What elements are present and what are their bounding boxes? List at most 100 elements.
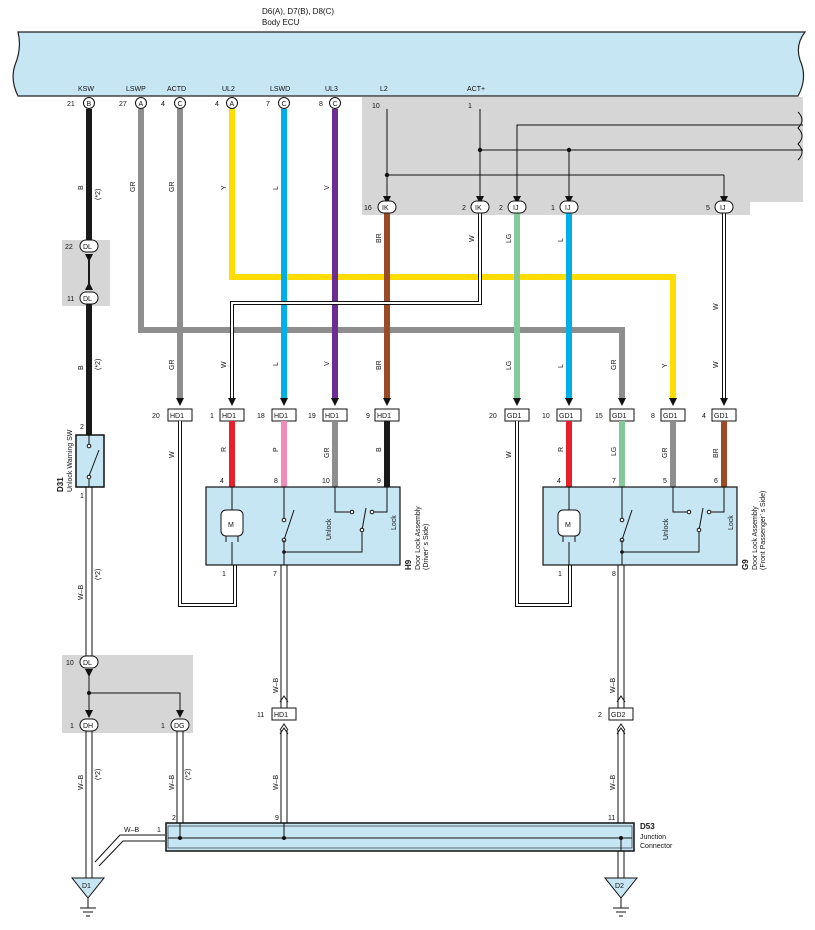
svg-text:4: 4 <box>557 478 561 485</box>
svg-text:ACT+: ACT+ <box>467 86 485 93</box>
svg-text:9: 9 <box>366 413 370 420</box>
junction-dots <box>384 147 572 178</box>
svg-text:HD1: HD1 <box>170 413 184 420</box>
door-lock-assembly-driver: 4 8 10 9 1 7 M Unlock Lock <box>205 478 401 578</box>
svg-text:H9: H9 <box>404 559 413 570</box>
gd1-connectors: GD1 20 GD1 10 GD1 15 GD1 8 GD1 4 <box>489 408 737 422</box>
motor-icon: M <box>565 522 571 529</box>
svg-text:HD1: HD1 <box>377 413 391 420</box>
svg-text:D53: D53 <box>640 822 655 831</box>
switch-labels: D31 Unlock Warning SW <box>56 429 74 492</box>
svg-text:Unlock Warning SW: Unlock Warning SW <box>67 429 74 492</box>
motor-icon: M <box>228 522 234 529</box>
svg-text:LG: LG <box>506 361 513 370</box>
svg-text:11: 11 <box>257 712 264 719</box>
svg-text:21: 21 <box>67 101 75 108</box>
svg-text:W–B: W–B <box>124 827 140 834</box>
svg-text:18: 18 <box>257 413 265 420</box>
svg-text:Connector: Connector <box>640 843 673 850</box>
svg-text:L: L <box>558 238 565 242</box>
svg-text:W: W <box>221 361 228 368</box>
svg-text:19: 19 <box>308 413 316 420</box>
svg-text:W–B: W–B <box>78 775 85 791</box>
svg-text:W: W <box>713 361 720 368</box>
svg-text:Y: Y <box>662 363 669 368</box>
svg-text:C: C <box>282 101 287 108</box>
svg-text:(*2): (*2) <box>95 189 102 200</box>
svg-text:GR: GR <box>169 182 176 193</box>
svg-text:IK: IK <box>475 205 482 212</box>
svg-text:2: 2 <box>598 712 602 719</box>
svg-text:8: 8 <box>612 571 616 578</box>
svg-text:BR: BR <box>376 360 383 370</box>
svg-text:GR: GR <box>324 448 331 459</box>
svg-text:HD1: HD1 <box>325 413 339 420</box>
svg-text:GD1: GD1 <box>559 413 574 420</box>
svg-text:8: 8 <box>274 478 278 485</box>
svg-text:GD1: GD1 <box>714 413 729 420</box>
svg-text:10: 10 <box>66 660 74 667</box>
svg-text:B: B <box>87 101 92 108</box>
wire-codes-bottom: W–B (*2) W–B (*2) W–B (*2) W–B W–B W–B W… <box>78 569 617 834</box>
svg-text:11: 11 <box>608 815 615 822</box>
wire-codes-lower: W R P GR B W R LG GR BR <box>169 447 720 458</box>
svg-text:GD1: GD1 <box>507 413 522 420</box>
svg-text:16: 16 <box>364 205 372 212</box>
svg-text:DL: DL <box>83 660 92 667</box>
svg-text:2: 2 <box>80 424 84 431</box>
svg-text:27: 27 <box>119 101 127 108</box>
svg-text:A: A <box>230 101 235 108</box>
svg-text:4: 4 <box>161 101 165 108</box>
svg-text:7: 7 <box>612 478 616 485</box>
svg-text:8: 8 <box>651 413 655 420</box>
svg-text:LG: LG <box>506 234 513 243</box>
ecu-terminals: KSW LSWP ACTD UL2 LSWD UL3 L2 ACT+ 21 27… <box>67 86 485 110</box>
svg-text:10: 10 <box>372 103 380 110</box>
svg-text:GR: GR <box>662 448 669 459</box>
svg-text:P: P <box>273 447 280 452</box>
svg-text:Door Lock Assembly: Door Lock Assembly <box>415 506 422 570</box>
svg-text:Unlock: Unlock <box>663 518 670 540</box>
svg-text:L: L <box>558 364 565 368</box>
svg-text:10: 10 <box>542 413 550 420</box>
svg-text:IJ: IJ <box>513 205 518 212</box>
svg-text:D2: D2 <box>615 883 624 890</box>
svg-text:GD2: GD2 <box>611 712 626 719</box>
svg-text:Door Lock Assembly: Door Lock Assembly <box>752 506 759 570</box>
svg-text:LSWP: LSWP <box>126 86 146 93</box>
svg-text:20: 20 <box>152 413 160 420</box>
svg-text:W–B: W–B <box>169 775 176 791</box>
svg-text:D1: D1 <box>82 883 91 890</box>
svg-text:1: 1 <box>558 571 562 578</box>
svg-text:W–B: W–B <box>610 775 617 791</box>
svg-text:R: R <box>221 447 228 452</box>
svg-text:L: L <box>273 186 280 190</box>
svg-text:9: 9 <box>275 815 279 822</box>
svg-text:5: 5 <box>706 205 710 212</box>
svg-text:(*2): (*2) <box>95 569 102 580</box>
svg-text:2: 2 <box>499 205 503 212</box>
junction-connector: 1 2 9 11 D53 Junction Connector <box>157 815 673 852</box>
svg-text:KSW: KSW <box>78 86 94 93</box>
hd1-connectors: HD1 20 HD1 1 HD1 18 HD1 19 HD1 9 <box>152 408 400 422</box>
svg-text:DL: DL <box>83 296 92 303</box>
svg-text:R: R <box>558 447 565 452</box>
break-mark <box>797 111 803 161</box>
svg-text:Lock: Lock <box>391 515 398 530</box>
svg-text:1: 1 <box>157 827 161 834</box>
svg-text:15: 15 <box>595 413 603 420</box>
svg-text:11: 11 <box>67 296 74 303</box>
svg-text:1: 1 <box>161 723 165 730</box>
svg-text:LG: LG <box>611 447 618 456</box>
svg-text:4: 4 <box>220 478 224 485</box>
svg-text:L: L <box>273 362 280 366</box>
svg-text:BR: BR <box>713 448 720 458</box>
svg-text:ACTD: ACTD <box>167 86 186 93</box>
svg-text:1: 1 <box>80 493 84 500</box>
svg-text:Junction: Junction <box>640 834 666 841</box>
svg-text:7: 7 <box>273 571 277 578</box>
svg-text:V: V <box>324 361 331 366</box>
svg-text:W: W <box>169 451 176 458</box>
svg-text:L2: L2 <box>380 86 388 93</box>
svg-text:22: 22 <box>65 244 73 251</box>
